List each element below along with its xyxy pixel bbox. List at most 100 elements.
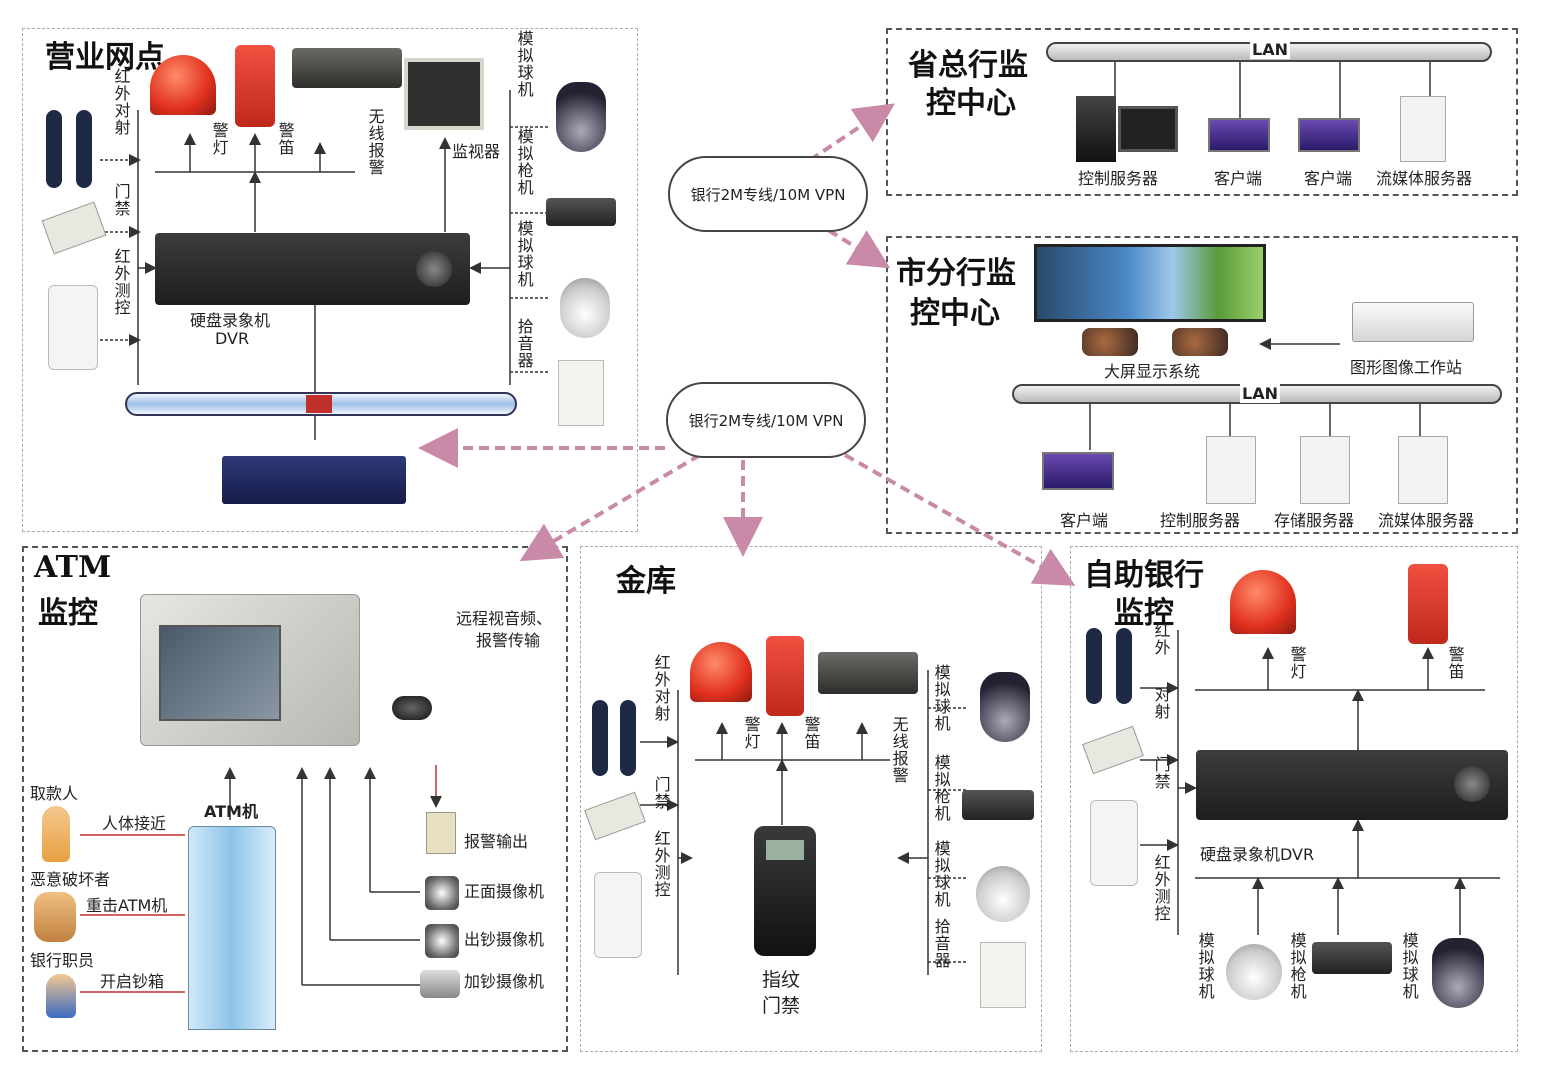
projector-icon bbox=[1082, 328, 1138, 356]
ir-beam-icon bbox=[1086, 628, 1102, 704]
ss-dome2-label: 模拟球机 bbox=[1399, 932, 1419, 1000]
fingerprint-label: 指纹 bbox=[762, 969, 801, 991]
atm-dvr-screen-icon bbox=[159, 625, 281, 721]
projector-icon bbox=[1172, 328, 1228, 356]
vault-dome1-label: 模拟球机 bbox=[931, 664, 951, 732]
vault-panel bbox=[580, 546, 1042, 1052]
ir-detector-icon bbox=[594, 872, 642, 958]
dvr-label: 硬盘录象机 bbox=[190, 311, 271, 330]
city-device-label: 存储服务器 bbox=[1274, 511, 1355, 530]
monitor-label: 监视器 bbox=[452, 142, 501, 161]
remote-transmission-label: 远程视音频、 bbox=[456, 609, 553, 628]
ss-ir-beam-label: 红外 bbox=[1151, 622, 1171, 656]
ir-detect-label: 红外测控 bbox=[111, 248, 131, 316]
alarm-output-label: 报警输出 bbox=[464, 832, 529, 851]
mic-label: 拾音器 bbox=[514, 318, 534, 369]
atm-machine-label: ATM机 bbox=[204, 802, 258, 821]
ptz-dome-camera-icon bbox=[560, 278, 610, 338]
ss-bullet-label: 模拟枪机 bbox=[1287, 932, 1307, 1000]
person-withdrawer-icon bbox=[42, 806, 70, 862]
dvr-label-en: DVR bbox=[215, 329, 250, 348]
ptz-dome-camera-icon bbox=[976, 866, 1030, 922]
cloud-label: 银行2M专线/10M VPN bbox=[690, 185, 846, 204]
dome-camera-icon bbox=[1432, 938, 1484, 1008]
wireless-alarm-box-icon bbox=[292, 48, 402, 88]
dvr-knob-icon bbox=[1454, 766, 1490, 802]
network-switch-icon bbox=[222, 456, 406, 504]
alarm-output-box-icon bbox=[426, 812, 456, 854]
siren-icon bbox=[1408, 564, 1448, 644]
cash-out-camera-icon bbox=[425, 924, 459, 958]
bullet-camera-icon bbox=[546, 198, 616, 226]
selfservice-title-2: 监控 bbox=[1114, 596, 1174, 631]
province-device-label: 客户端 bbox=[1214, 169, 1263, 188]
vault-warn-siren-label: 警笛 bbox=[801, 716, 821, 750]
ss-warn-light-label: 警灯 bbox=[1287, 646, 1307, 680]
server-icon bbox=[1076, 96, 1116, 162]
vault-bullet-label: 模拟枪机 bbox=[931, 754, 951, 822]
siren-icon bbox=[235, 45, 275, 127]
dvr-icon bbox=[1196, 750, 1508, 820]
dome-camera-icon bbox=[556, 82, 606, 152]
city-lan-label: LAN bbox=[1240, 384, 1280, 403]
province-lan-label: LAN bbox=[1250, 40, 1290, 59]
atm-machine-icon bbox=[188, 826, 276, 1030]
microphone-icon bbox=[980, 942, 1026, 1008]
front-camera-icon bbox=[425, 876, 459, 910]
ss-access-label: 门禁 bbox=[1151, 756, 1171, 790]
storage-server-icon bbox=[1300, 436, 1350, 504]
province-title: 省总行监 bbox=[908, 48, 1028, 83]
warn-light-label: 警灯 bbox=[209, 122, 229, 156]
network-cloud-lower: 银行2M专线/10M VPN bbox=[666, 382, 866, 458]
dvr-icon bbox=[155, 233, 470, 305]
approach-label: 人体接近 bbox=[102, 814, 167, 833]
warn-siren-label: 警笛 bbox=[275, 122, 295, 156]
bigscreen-label: 大屏显示系统 bbox=[1104, 362, 1201, 381]
vault-dome2-label: 模拟球机 bbox=[931, 840, 951, 908]
wireless-alarm-label: 无线报警 bbox=[365, 108, 385, 176]
ir-beam-icon bbox=[620, 700, 636, 776]
vault-ir-detect-label: 红外测控 bbox=[651, 830, 671, 898]
vault-warn-light-label: 警灯 bbox=[741, 716, 761, 750]
atm-dvr-unit-icon bbox=[140, 594, 360, 746]
laptop-icon bbox=[1298, 118, 1360, 152]
laptop-icon bbox=[1208, 118, 1270, 152]
laptop-icon bbox=[1042, 452, 1114, 490]
province-device-label: 流媒体服务器 bbox=[1376, 169, 1473, 188]
vault-access-label: 门禁 bbox=[651, 776, 671, 810]
front-camera-label: 正面摄像机 bbox=[464, 882, 545, 901]
control-server-icon bbox=[1206, 436, 1256, 504]
branch-title: 营业网点 bbox=[45, 40, 165, 75]
ir-beam-label: 红外对射 bbox=[111, 68, 131, 136]
atm-title: ATM bbox=[34, 550, 112, 585]
video-wall-icon bbox=[1034, 244, 1266, 322]
fingerprint-screen-icon bbox=[766, 840, 804, 860]
media-server-icon bbox=[1398, 436, 1448, 504]
desktop-monitor-icon bbox=[1118, 106, 1178, 152]
network-cloud-upper: 银行2M专线/10M VPN bbox=[668, 156, 868, 232]
selfservice-panel bbox=[1070, 546, 1518, 1052]
ir-beam-icon bbox=[592, 700, 608, 776]
workstation-icon bbox=[1352, 302, 1474, 342]
bullet-camera-icon bbox=[962, 790, 1034, 820]
withdrawer-label: 取款人 bbox=[30, 784, 79, 803]
city-device-label: 客户端 bbox=[1060, 511, 1109, 530]
dome1-label: 模拟球机 bbox=[514, 30, 534, 98]
branch-panel bbox=[22, 28, 638, 532]
staff-label: 银行职员 bbox=[30, 951, 95, 970]
lan-tag-icon bbox=[306, 395, 332, 413]
city-device-label: 流媒体服务器 bbox=[1378, 511, 1475, 530]
cash-add-camera-icon bbox=[420, 970, 460, 998]
city-device-label: 控制服务器 bbox=[1160, 511, 1241, 530]
wireless-alarm-box-icon bbox=[818, 652, 918, 694]
person-staff-icon bbox=[46, 974, 76, 1018]
selfservice-title: 自助银行 bbox=[1084, 558, 1204, 593]
cash-out-camera-label: 出钞摄像机 bbox=[464, 930, 545, 949]
siren-icon bbox=[766, 636, 804, 716]
access-label: 门禁 bbox=[111, 183, 131, 217]
vandal-label: 恶意破坏者 bbox=[30, 870, 111, 889]
city-title-2: 控中心 bbox=[910, 296, 1000, 331]
workstation-label: 图形图像工作站 bbox=[1350, 358, 1463, 377]
open-label: 开启钞箱 bbox=[100, 972, 165, 991]
ptz-dome-camera-icon bbox=[1226, 944, 1282, 1000]
